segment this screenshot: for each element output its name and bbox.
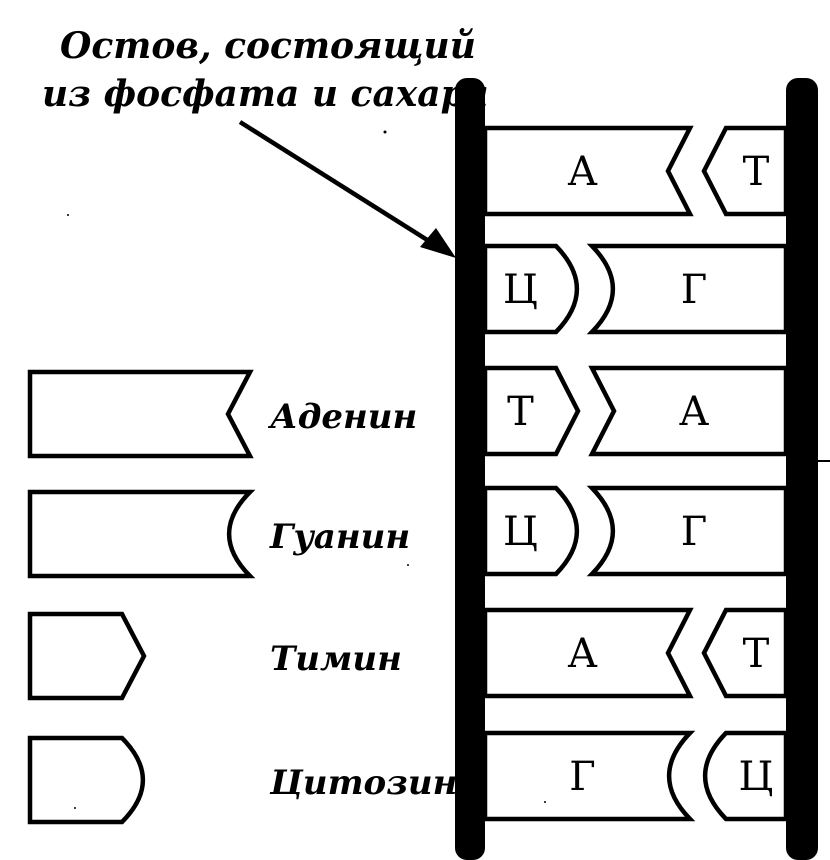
legend-shape-adenine (27, 369, 254, 459)
annotation-arrow (238, 120, 456, 258)
base-letter-left-2: Ц (503, 267, 538, 313)
legend-item-adenine: Аденин (27, 369, 417, 459)
base-right-4 (586, 485, 789, 577)
base-letter-right-3: А (679, 389, 709, 435)
legend-label-thymine: Тимин (270, 639, 402, 679)
scan-specks (67, 130, 546, 809)
base-letter-left-5: А (567, 631, 597, 677)
base-left-4 (482, 485, 579, 577)
legend-item-cytosine: Цитозин (27, 735, 457, 825)
base-letter-right-4: Г (681, 509, 707, 555)
base-letter-right-5: Т (743, 631, 770, 677)
legend-shape-cytosine (27, 735, 145, 825)
annotation-line-1: Остов, состоящий (60, 25, 476, 67)
legend-item-thymine: Тимин (27, 611, 402, 701)
base-letter-left-4: Ц (503, 509, 538, 555)
base-letter-right-1: Т (743, 149, 770, 195)
base-letter-left-1: А (567, 149, 597, 195)
right-backbone (786, 78, 818, 860)
legend-label-guanine: Гуанин (269, 517, 410, 557)
base-letter-left-3: Т (507, 389, 534, 435)
annotation-line-2: из фосфата и сахара (42, 73, 489, 115)
base-letter-left-6: Г (569, 754, 595, 800)
left-backbone (455, 78, 485, 860)
legend-shape-guanine (27, 489, 256, 579)
base-left-6 (482, 730, 696, 822)
base-letter-right-6: Ц (739, 754, 774, 800)
base-letter-right-2: Г (681, 267, 707, 313)
legend-shape-thymine (27, 611, 147, 701)
base-right-6 (703, 730, 789, 822)
base-right-2 (586, 243, 789, 335)
legend-label-adenine: Аденин (267, 397, 417, 437)
legend-label-cytosine: Цитозин (269, 763, 457, 803)
base-left-2 (482, 243, 579, 335)
legend-item-guanine: Гуанин (27, 489, 410, 579)
